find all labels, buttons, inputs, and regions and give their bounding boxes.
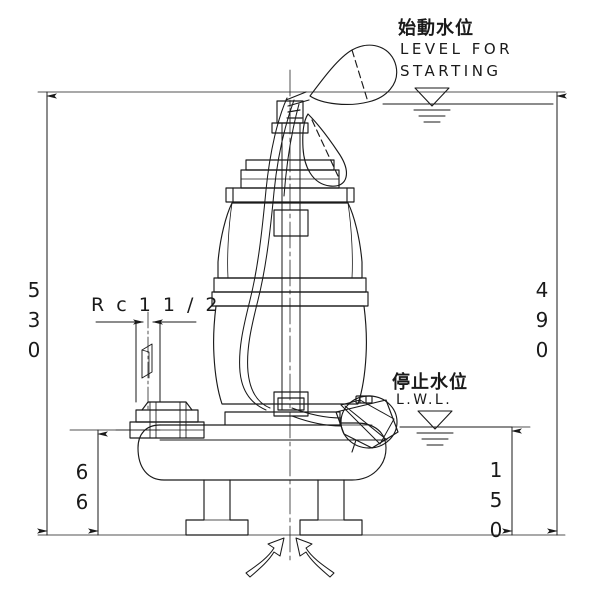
support-legs — [185, 479, 363, 536]
cable-bundle — [239, 97, 342, 427]
rc-port-label: R c 1 1 / 2 — [91, 294, 221, 316]
start-level-en-line2: STARTING — [400, 62, 502, 80]
dimension-label-66: 66 — [70, 460, 94, 520]
motor-top-bracket — [225, 159, 355, 203]
pump-motor-body — [211, 202, 369, 405]
shaft-column — [273, 122, 309, 417]
second-float-switch — [286, 109, 347, 187]
dimension-rc-port — [95, 311, 197, 413]
dimension-label-150: 150 — [484, 458, 508, 548]
start-level-symbol — [382, 87, 554, 123]
pump-volute-base — [137, 399, 399, 481]
stop-level-symbol — [399, 410, 513, 446]
dimension-label-490: 490 — [530, 278, 554, 368]
discharge-flange — [115, 321, 205, 439]
start-level-en-line1: LEVEL FOR — [400, 40, 514, 58]
dimension-label-530: 530 — [22, 278, 46, 368]
stop-level-jp-label: 停止水位 — [392, 372, 468, 393]
lower-float-switch — [340, 395, 398, 453]
cable-gland-head — [271, 100, 309, 134]
stop-level-en-line1: L.W.L. — [396, 392, 453, 408]
suction-arrows — [245, 537, 335, 578]
start-level-jp-label: 始動水位 — [398, 18, 474, 39]
upper-float-switch — [285, 44, 398, 107]
